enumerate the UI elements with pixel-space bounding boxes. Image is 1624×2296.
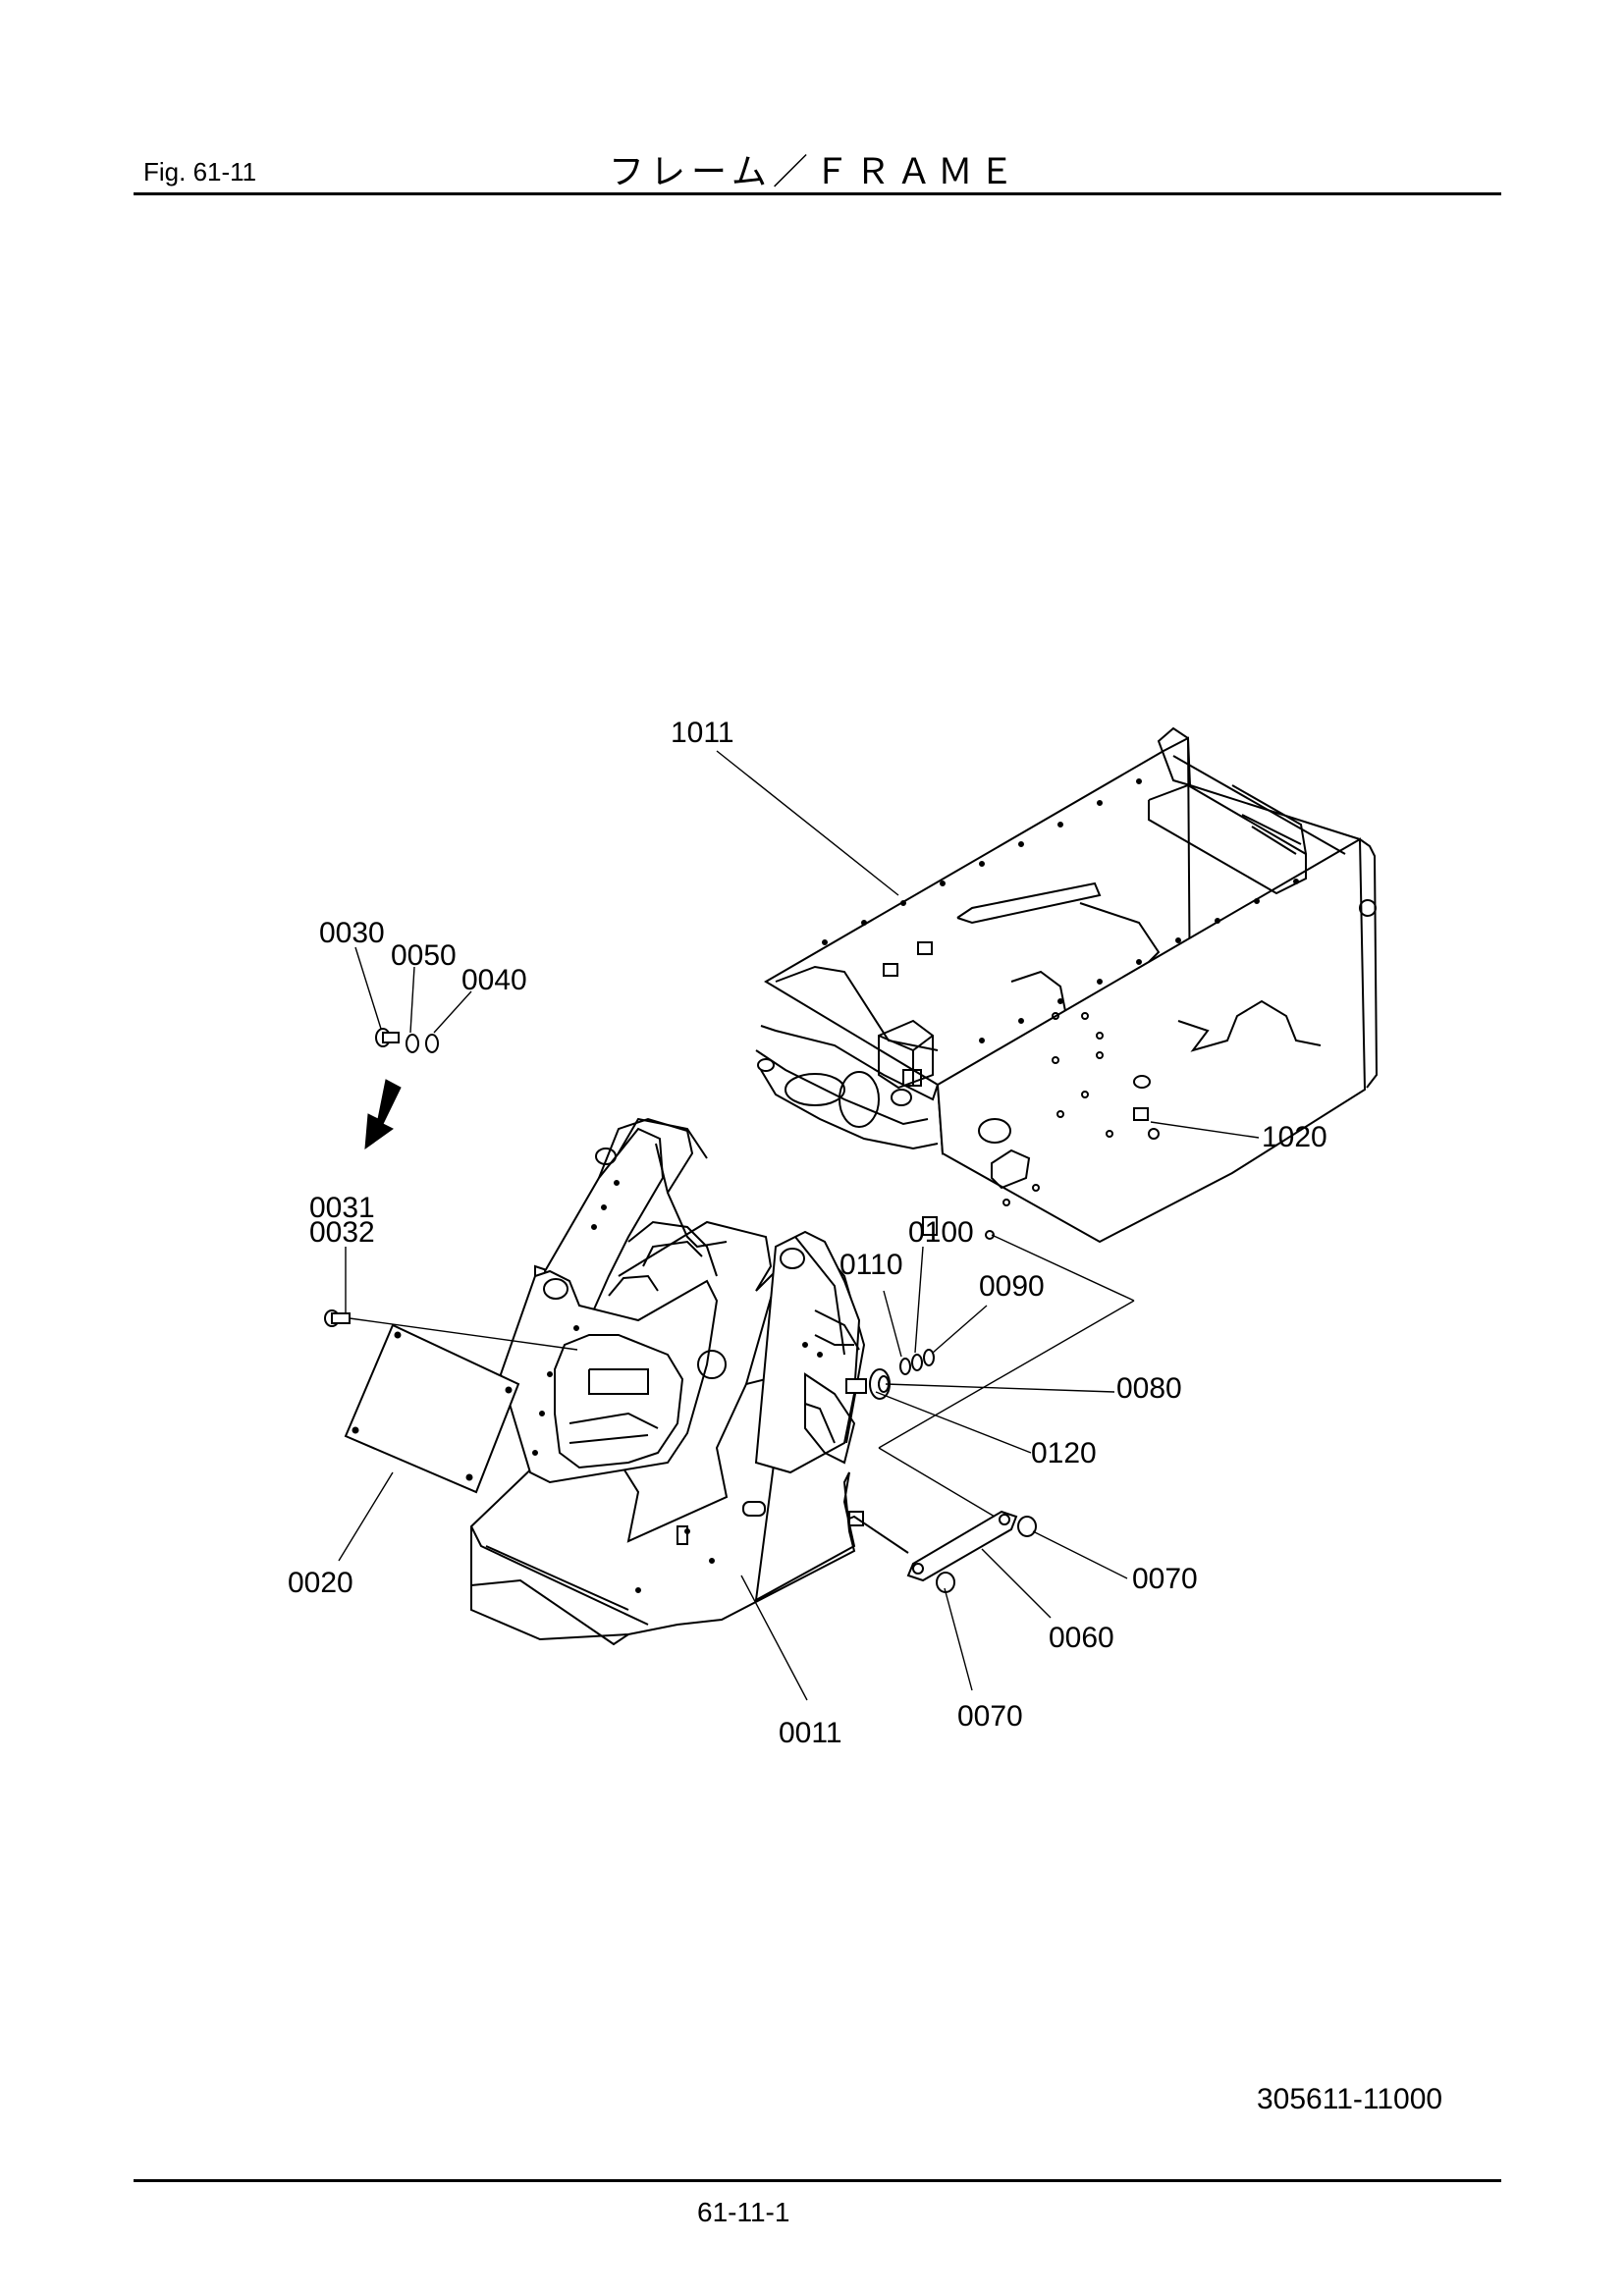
callout-0100: 0100 [908, 1216, 974, 1249]
footer-rule [134, 2179, 1501, 2182]
callout-0090: 0090 [979, 1270, 1045, 1303]
pin-assembly-drawing [845, 1349, 935, 1400]
callout-0020: 0020 [288, 1567, 353, 1599]
leader-lines [338, 750, 1260, 1701]
page-number: 61-11-1 [697, 2197, 790, 2227]
cover-plate-holes [352, 1331, 513, 1481]
callout-0030: 0030 [319, 917, 385, 949]
callout-0060: 0060 [1049, 1622, 1114, 1654]
header-rule [134, 192, 1501, 195]
cover-plate-drawing [344, 1323, 520, 1494]
callout-0040: 0040 [461, 964, 527, 996]
bolt-cluster-top [375, 1028, 439, 1053]
callout-0032: 0032 [309, 1216, 375, 1249]
page-title: フレーム／ＦＲＡＭＥ [609, 152, 1020, 192]
callout-1011: 1011 [671, 717, 734, 749]
callout-0120: 0120 [1031, 1437, 1097, 1469]
callout-0070-bottom: 0070 [957, 1700, 1023, 1733]
figure-label: Fig. 61-11 [143, 157, 257, 187]
bolt-0031-drawing [324, 1309, 351, 1327]
direction-arrow-icon [364, 1079, 402, 1150]
callout-0011: 0011 [779, 1717, 842, 1749]
callout-1020: 1020 [1262, 1121, 1327, 1153]
lower-frame-drawing [470, 1117, 866, 1646]
upper-frame-drawing [755, 726, 1379, 1244]
link-bar-drawing [848, 1510, 1037, 1593]
callout-0031: 0031 [309, 1192, 375, 1224]
callout-0070-right: 0070 [1132, 1563, 1198, 1595]
callout-0080: 0080 [1116, 1372, 1182, 1405]
drawing-number: 305611-11000 [1257, 2083, 1443, 2115]
callout-labels: 1011 0030 0050 0040 1020 0031 0032 0100 … [288, 717, 1327, 1749]
callout-0050: 0050 [391, 939, 457, 972]
callout-0110: 0110 [839, 1249, 903, 1281]
